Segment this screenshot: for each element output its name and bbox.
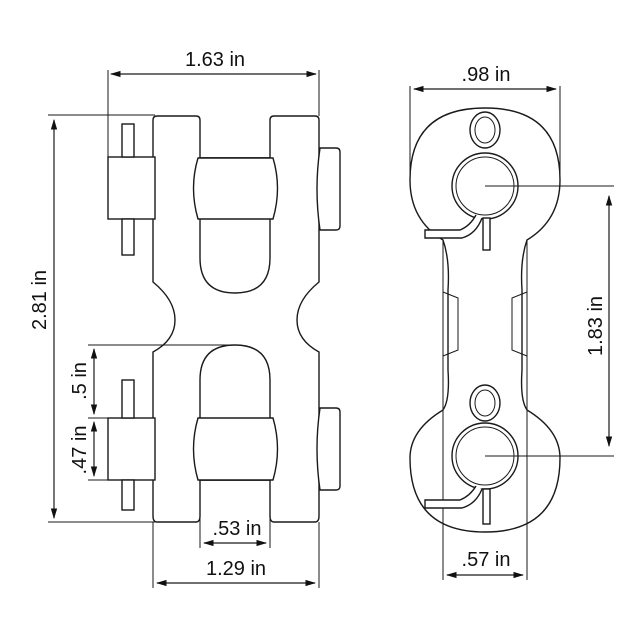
- label-overall-width: 1.63 in: [185, 49, 245, 71]
- lower-nut: [316, 407, 341, 491]
- lower-cotter-top: [121, 379, 135, 419]
- label-center-to-center: 1.83 in: [585, 296, 607, 356]
- label-pin-offset: .5 in: [69, 362, 91, 400]
- upper-pin: [424, 111, 519, 251]
- upper-cotter-top: [121, 123, 135, 158]
- label-pin-width: .47 in: [69, 426, 91, 475]
- label-overall-height: 2.81 in: [29, 270, 51, 330]
- lower-pin-head: [107, 417, 156, 481]
- label-shank-width: .57 in: [462, 549, 511, 571]
- label-body-width: 1.29 in: [206, 558, 266, 580]
- lower-barrel: [192, 417, 279, 481]
- upper-pin-head: [107, 156, 156, 220]
- label-eye-width: .98 in: [462, 64, 511, 86]
- lower-cotter-bottom: [121, 479, 135, 511]
- front-view: 1.63 in 2.81 in .5 in .47 in .53 in 1.29…: [29, 49, 341, 588]
- upper-barrel: [192, 157, 279, 220]
- upper-nut: [316, 147, 341, 231]
- side-view: .98 in 1.83 in .57 in: [409, 64, 614, 580]
- front-body: [152, 115, 320, 523]
- upper-cotter-bottom: [121, 218, 135, 256]
- label-jaw-opening: .53 in: [213, 518, 262, 540]
